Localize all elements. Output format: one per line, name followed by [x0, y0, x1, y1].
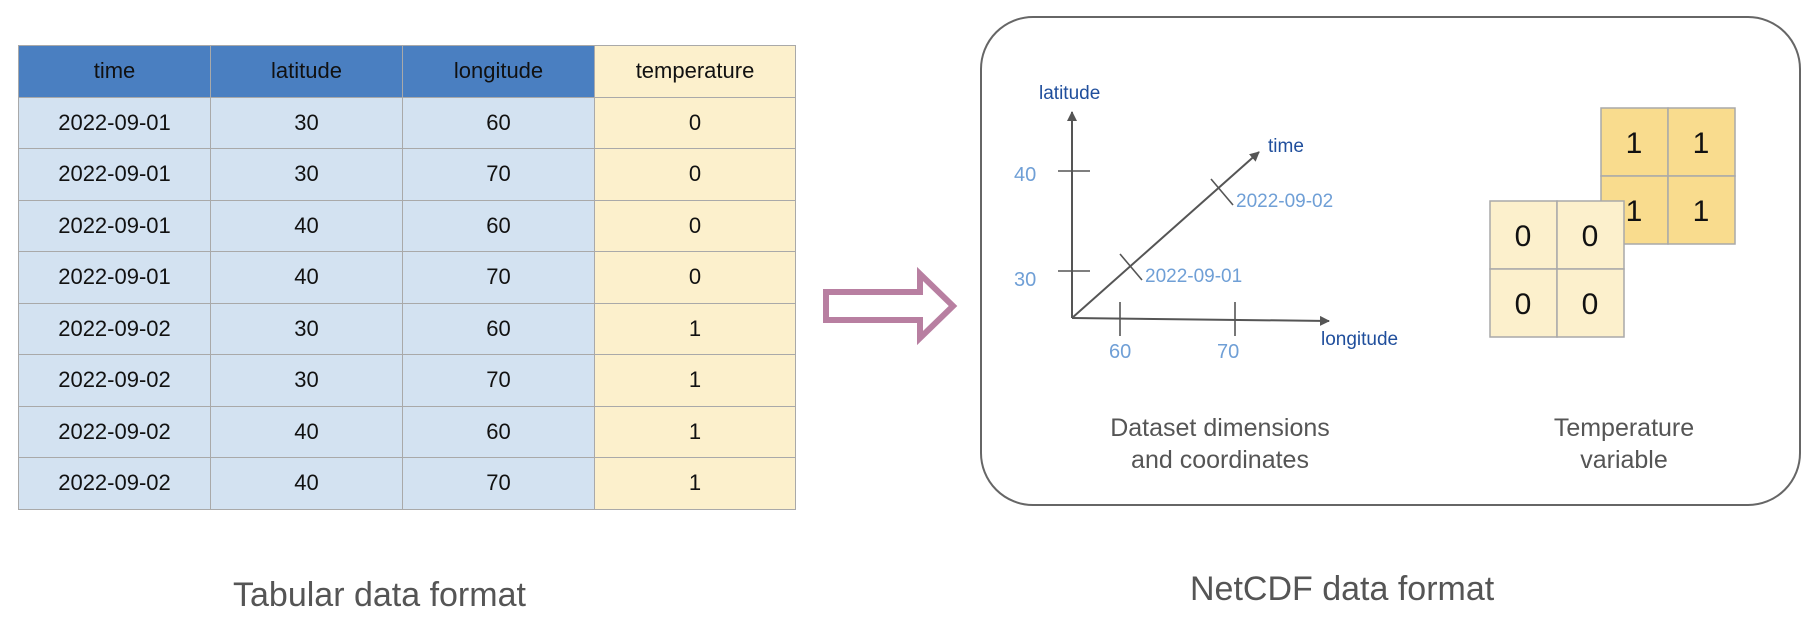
table-cell: 0 — [594, 96, 796, 149]
table-cell: 30 — [210, 302, 403, 355]
table-cell: 1 — [594, 354, 796, 407]
table-cell: 60 — [402, 405, 595, 458]
time-axis — [1071, 151, 1260, 319]
table-cell: 30 — [210, 96, 403, 149]
table-cell: 30 — [210, 354, 403, 407]
lon-tick-label-70: 70 — [1217, 341, 1239, 363]
grid-front-value: 0 — [1582, 288, 1599, 321]
lon-tick-label-60: 60 — [1109, 341, 1131, 363]
table-cell: 70 — [402, 354, 595, 407]
table-cell: 60 — [402, 96, 595, 149]
longitude-axis — [1071, 315, 1330, 326]
grid-back-value: 1 — [1693, 195, 1710, 228]
temperature-grid-back: 1 1 1 1 — [1600, 107, 1736, 245]
table-cell: 0 — [594, 251, 796, 304]
table-cell: 40 — [210, 405, 403, 458]
table-cell: 2022-09-01 — [18, 96, 211, 149]
table-cell: 1 — [594, 457, 796, 510]
table-cell: 2022-09-01 — [18, 199, 211, 252]
table-cell: 0 — [594, 199, 796, 252]
table-cell: 70 — [402, 457, 595, 510]
table-cell: 1 — [594, 302, 796, 355]
dims-caption-line1: Dataset dimensions — [1110, 414, 1330, 442]
grid-back-value: 1 — [1626, 127, 1643, 160]
table-cell: 0 — [594, 148, 796, 201]
time-tick-label-2022-09-02: 2022-09-02 — [1236, 191, 1333, 212]
table-cell: 2022-09-01 — [18, 148, 211, 201]
grid-front-value: 0 — [1582, 220, 1599, 253]
time-tick-label-2022-09-01: 2022-09-01 — [1145, 266, 1242, 287]
var-caption-line2: variable — [1580, 446, 1668, 474]
table-cell: 30 — [210, 148, 403, 201]
grid-front-value: 0 — [1515, 220, 1532, 253]
grid-back-value: 1 — [1693, 127, 1710, 160]
lat-tick-label-30: 30 — [1014, 269, 1036, 291]
tabular-table: time latitude longitude temperature 2022… — [18, 45, 796, 510]
longitude-axis-label: longitude — [1321, 329, 1398, 350]
tabular-caption: Tabular data format — [233, 576, 526, 614]
temperature-grid-front: 0 0 0 0 — [1489, 200, 1625, 338]
netcdf-caption: NetCDF data format — [1190, 570, 1495, 608]
table-cell: 2022-09-02 — [18, 405, 211, 458]
latitude-axis-label: latitude — [1039, 83, 1100, 104]
time-tick-2022-09-02 — [1210, 178, 1234, 206]
time-axis-label: time — [1268, 136, 1304, 157]
transform-arrow — [823, 266, 958, 346]
netcdf-panel — [980, 16, 1801, 506]
table-header-row: time latitude longitude temperature — [18, 45, 796, 98]
table-cell: 40 — [210, 457, 403, 510]
table-cell: 2022-09-01 — [18, 251, 211, 304]
var-caption-line1: Temperature — [1554, 414, 1694, 442]
grid-back-value: 1 — [1626, 195, 1643, 228]
header-time: time — [18, 45, 211, 98]
table-cell: 60 — [402, 199, 595, 252]
header-latitude: latitude — [210, 45, 403, 98]
grid-back-cell — [1667, 175, 1736, 245]
time-tick-2022-09-01 — [1119, 253, 1143, 281]
table-cell: 2022-09-02 — [18, 457, 211, 510]
grid-front-cell — [1489, 200, 1558, 270]
table-cell: 70 — [402, 251, 595, 304]
grid-front-cell — [1556, 200, 1625, 270]
grid-front-value: 0 — [1515, 288, 1532, 321]
table-cell: 40 — [210, 199, 403, 252]
grid-front-cell — [1556, 268, 1625, 338]
header-temperature: temperature — [594, 45, 796, 98]
table-cell: 70 — [402, 148, 595, 201]
table-cell: 2022-09-02 — [18, 354, 211, 407]
table-cell: 1 — [594, 405, 796, 458]
grid-front-cell — [1489, 268, 1558, 338]
lat-tick-label-40: 40 — [1014, 164, 1036, 186]
dims-caption-line2: and coordinates — [1131, 446, 1309, 474]
grid-back-cell — [1667, 107, 1736, 177]
